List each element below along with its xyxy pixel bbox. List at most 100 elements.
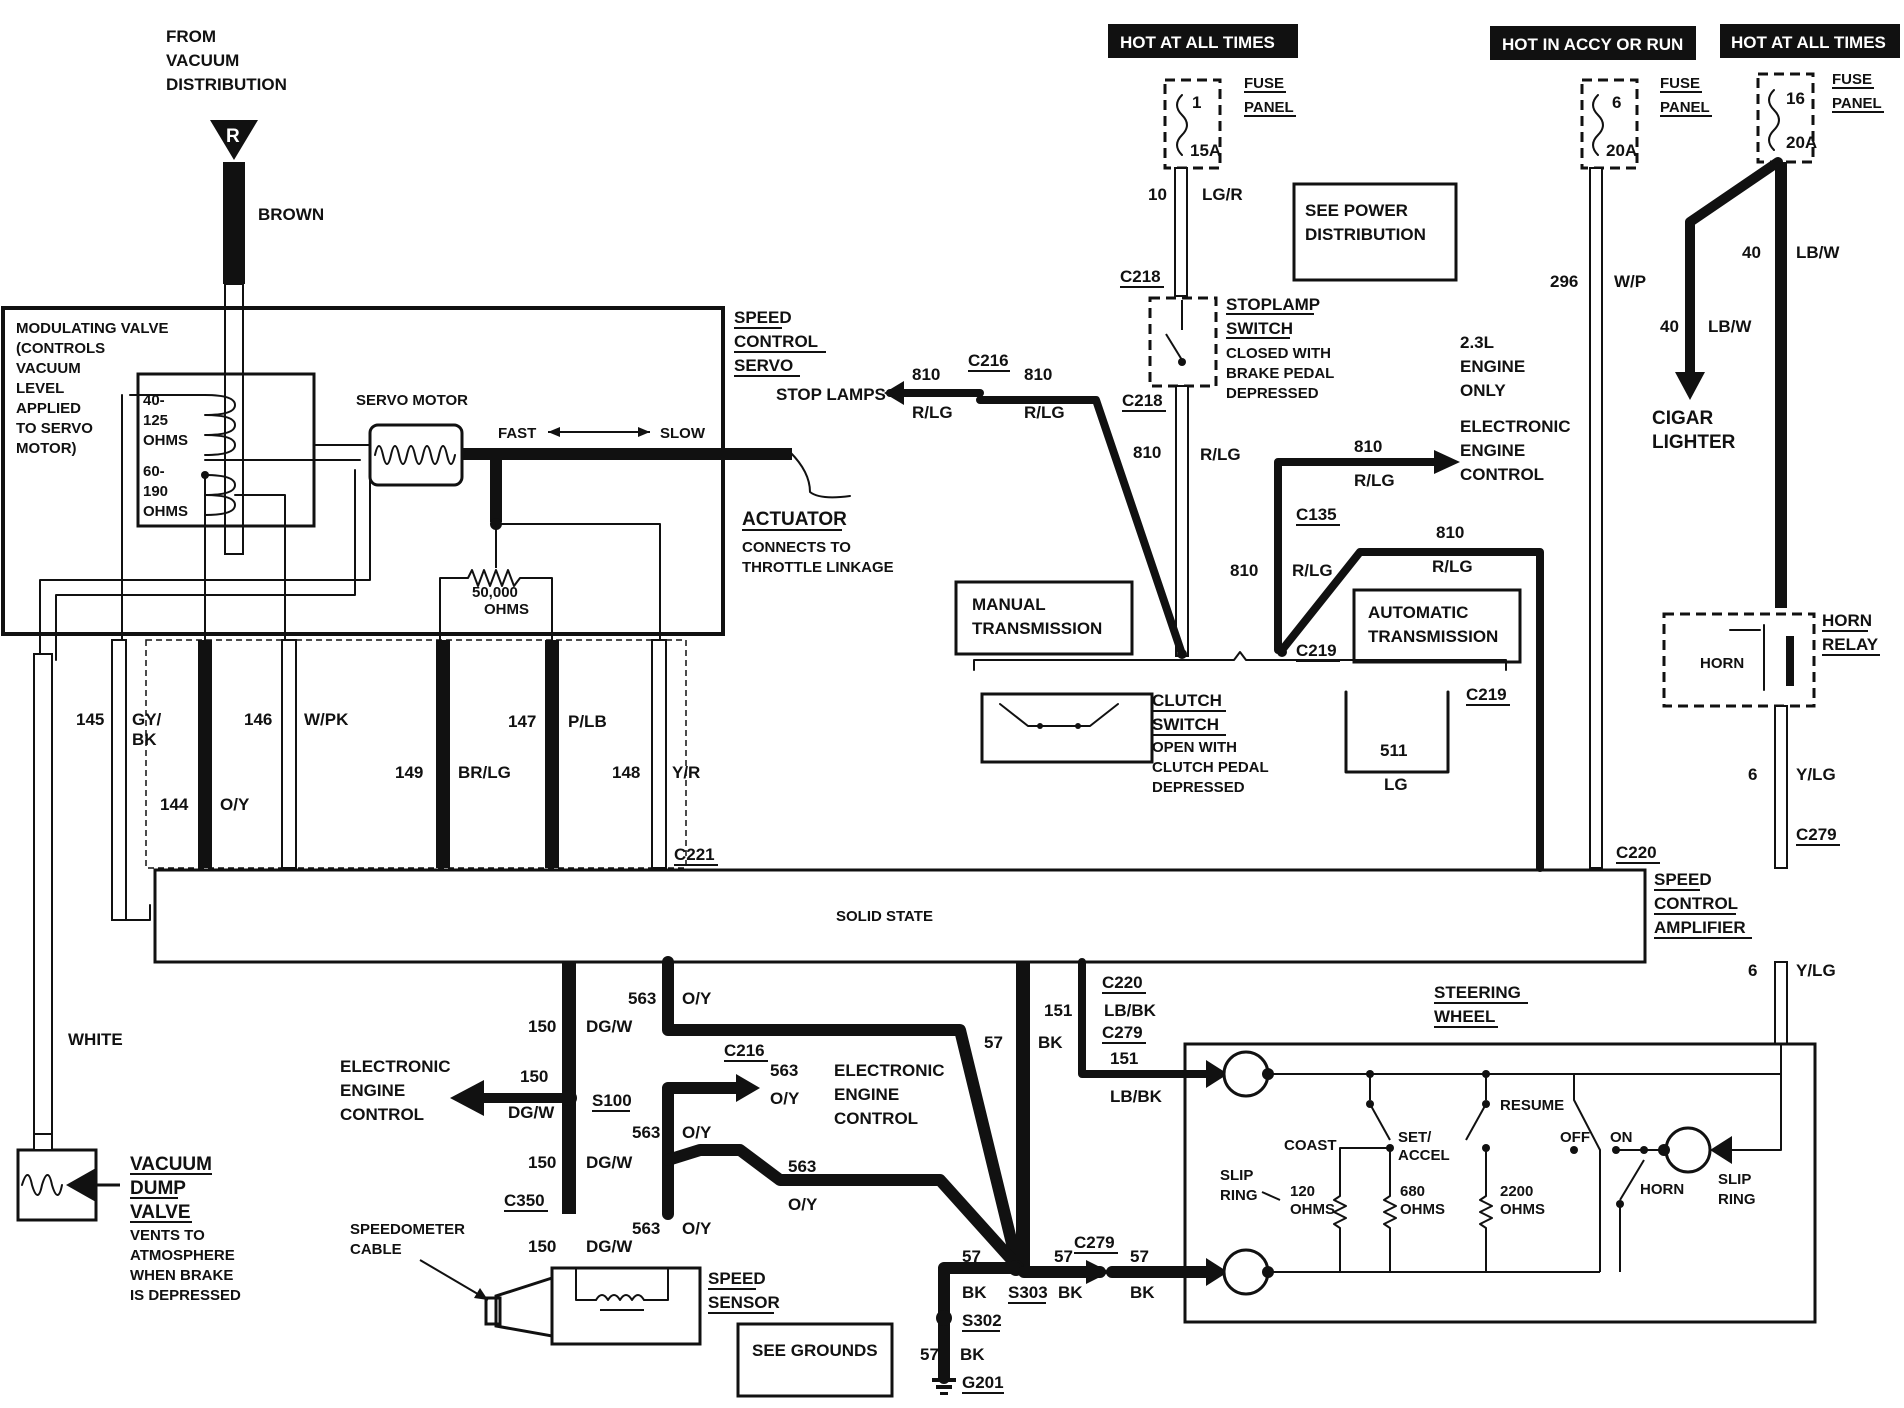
svg-text:57: 57 — [962, 1247, 981, 1266]
c216-lower: C216 — [724, 1041, 765, 1060]
svg-text:R/LG: R/LG — [912, 403, 953, 422]
steering-wheel-box — [1183, 1042, 1817, 1324]
svg-text:2.3L: 2.3L — [1460, 333, 1494, 352]
stop-lamps-label: STOP LAMPS — [776, 385, 886, 404]
resistor-2200-icon — [1479, 1147, 1493, 1273]
svg-text:ONLY: ONLY — [1460, 381, 1506, 400]
coil1-icon — [204, 394, 236, 456]
svg-text:HOT IN ACCY OR RUN: HOT IN ACCY OR RUN — [1502, 35, 1683, 54]
modulating-valve-box — [136, 372, 316, 528]
cigar-lighter-label-2: LIGHTER — [1652, 432, 1736, 453]
svg-text:CLOSED WITH: CLOSED WITH — [1226, 345, 1331, 362]
svg-text:OFF: OFF — [1560, 1129, 1590, 1146]
svg-text:DISTRIBUTION: DISTRIBUTION — [1305, 225, 1426, 244]
svg-text:563: 563 — [632, 1219, 660, 1238]
svg-text:OHMS: OHMS — [1500, 1201, 1545, 1218]
stoplamp-switch-label: STOPLAMP — [1226, 295, 1320, 314]
brake-circuit: C218 STOPLAMP SWITCH CLOSED WITH BRAKE P… — [776, 267, 1571, 872]
horn-relay-icon — [1662, 612, 1816, 708]
svg-text:SET/: SET/ — [1398, 1129, 1432, 1146]
svg-text:ENGINE: ENGINE — [1460, 441, 1525, 460]
automatic-transmission-box — [1352, 588, 1522, 664]
svg-text:BR/LG: BR/LG — [458, 763, 511, 782]
servo-housing — [1, 306, 725, 636]
svg-text:TRANSMISSION: TRANSMISSION — [1368, 627, 1498, 646]
wire-10 — [1174, 167, 1188, 297]
svg-text:DG/W: DG/W — [586, 1237, 633, 1256]
servo-title-2: CONTROL — [734, 332, 818, 351]
servo-title: SPEED — [734, 308, 792, 327]
see-grounds-box — [736, 1322, 894, 1398]
svg-text:LB/W: LB/W — [1708, 317, 1752, 336]
modulating-valve-label: MODULATING VALVE (CONTROLS VACUUM LEVEL … — [16, 320, 169, 457]
clutch-switch-label-2: SWITCH — [1152, 715, 1219, 734]
wire-149 — [436, 640, 450, 868]
svg-text:563: 563 — [632, 1123, 660, 1142]
svg-text:PANEL: PANEL — [1244, 99, 1294, 116]
svg-text:810: 810 — [1436, 523, 1464, 542]
svg-text:BK: BK — [132, 730, 157, 749]
svg-text:O/Y: O/Y — [682, 989, 712, 1008]
svg-text:HORN: HORN — [1700, 655, 1744, 672]
svg-text:15A: 15A — [1190, 141, 1221, 160]
svg-text:810: 810 — [1024, 365, 1052, 384]
svg-text:FUSE: FUSE — [1660, 75, 1700, 92]
svg-text:R/LG: R/LG — [1292, 561, 1333, 580]
svg-text:ENGINE: ENGINE — [340, 1081, 405, 1100]
svg-text:HOT AT ALL TIMES: HOT AT ALL TIMES — [1731, 33, 1886, 52]
wire-148 — [651, 639, 667, 869]
svg-text:150: 150 — [528, 1153, 556, 1172]
vacuum-source: FROM VACUUM DISTRIBUTION R BROWN — [166, 27, 324, 555]
speed-sensor-label-2: SENSOR — [708, 1293, 780, 1312]
svg-text:PANEL: PANEL — [1660, 99, 1710, 116]
svg-text:149: 149 — [395, 763, 423, 782]
svg-text:CLUTCH PEDAL: CLUTCH PEDAL — [1152, 759, 1269, 776]
actuator-rod — [462, 448, 792, 460]
c219-lower: C219 — [1466, 685, 1507, 704]
svg-text:OPEN WITH: OPEN WITH — [1152, 739, 1237, 756]
svg-text:TRANSMISSION: TRANSMISSION — [972, 619, 1102, 638]
svg-text:151: 151 — [1110, 1049, 1138, 1068]
svg-text:6: 6 — [1748, 765, 1757, 784]
svg-text:HORN: HORN — [1640, 1181, 1684, 1198]
svg-text:144: 144 — [160, 795, 189, 814]
c218-lower: C218 — [1122, 391, 1163, 410]
svg-text:563: 563 — [628, 989, 656, 1008]
c220-lower: C220 — [1102, 973, 1143, 992]
white-hose-label: WHITE — [68, 1030, 123, 1049]
jumper-511 — [1344, 690, 1450, 774]
svg-text:SLIP: SLIP — [1220, 1167, 1253, 1184]
svg-text:ELECTRONIC: ELECTRONIC — [834, 1061, 945, 1080]
svg-text:57: 57 — [920, 1345, 939, 1364]
c279-lower: C279 — [1074, 1233, 1115, 1252]
svg-text:PANEL: PANEL — [1832, 95, 1882, 112]
servo-title-3: SERVO — [734, 356, 793, 375]
svg-text:150: 150 — [528, 1017, 556, 1036]
hot-in-accy-or-run-badge — [1490, 26, 1696, 60]
coil1-label-3: OHMS — [143, 432, 188, 449]
fuse-16-icon — [1756, 72, 1815, 164]
servo-motor-spring-icon — [374, 445, 456, 465]
steering-wheel-title-2: WHEEL — [1434, 1007, 1495, 1026]
svg-text:DG/W: DG/W — [586, 1017, 633, 1036]
horn-relay-label-2: RELAY — [1822, 635, 1879, 654]
svg-text:40: 40 — [1660, 317, 1679, 336]
svg-text:Y/R: Y/R — [672, 763, 700, 782]
svg-text:R/LG: R/LG — [1200, 445, 1241, 464]
svg-text:LEVEL: LEVEL — [16, 380, 64, 397]
coil2-label: 60- — [143, 463, 165, 480]
svg-text:TO SERVO: TO SERVO — [16, 420, 93, 437]
svg-text:147: 147 — [508, 712, 536, 731]
svg-text:563: 563 — [788, 1157, 816, 1176]
svg-text:145: 145 — [76, 710, 104, 729]
svg-text:BK: BK — [1038, 1033, 1063, 1052]
svg-text:RING: RING — [1718, 1191, 1756, 1208]
coil2-label-2: 190 — [143, 483, 168, 500]
c219-upper: C219 — [1296, 641, 1337, 660]
svg-text:O/Y: O/Y — [220, 795, 250, 814]
ground-g201-icon — [932, 1378, 956, 1382]
svg-text:20A: 20A — [1786, 133, 1817, 152]
svg-text:150: 150 — [520, 1067, 548, 1086]
actuator-desc-2: THROTTLE LINKAGE — [742, 559, 894, 576]
